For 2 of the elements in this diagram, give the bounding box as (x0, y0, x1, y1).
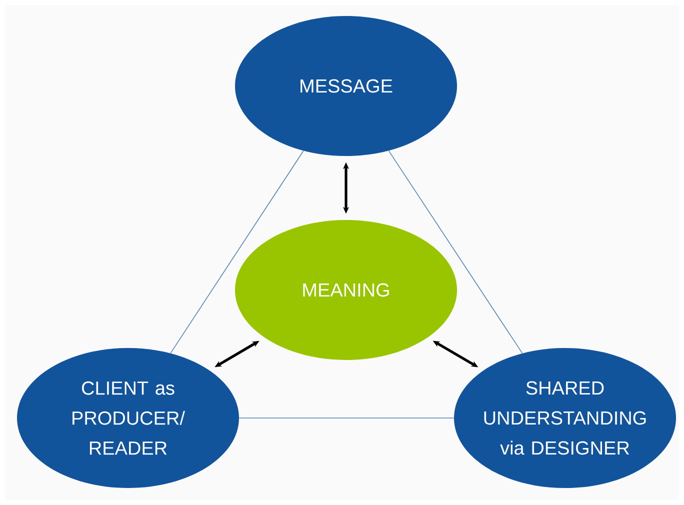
connector-line (388, 150, 523, 354)
connector-line (170, 150, 304, 354)
